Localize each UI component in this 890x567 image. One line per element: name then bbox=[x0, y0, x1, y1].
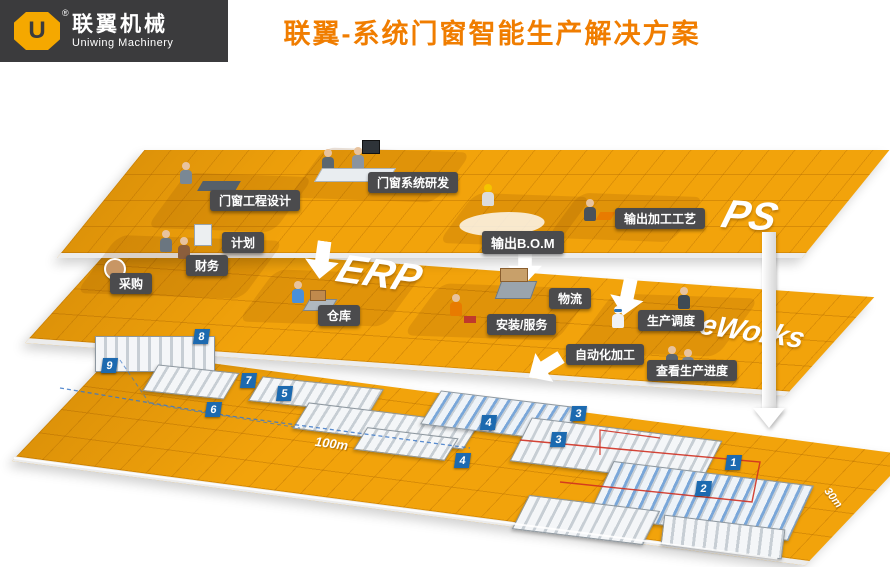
rd-figure-2 bbox=[352, 147, 364, 169]
process-engineer-figure bbox=[584, 199, 596, 221]
machine-number-badge: 9 bbox=[100, 358, 119, 373]
scheduling-tag: 生产调度 bbox=[638, 310, 705, 331]
page-title: 联翼-系统门窗智能生产解决方案 bbox=[283, 18, 701, 49]
finance-tag: 财务 bbox=[186, 255, 229, 276]
cargo-boxes bbox=[500, 268, 528, 282]
layer-connector-pillar bbox=[762, 232, 776, 410]
logistics-tag: 物流 bbox=[549, 288, 592, 309]
output-process-tag: 输出加工工艺 bbox=[615, 208, 706, 229]
logistics-truck bbox=[494, 281, 538, 299]
rd-figure-1 bbox=[322, 149, 334, 171]
brand-name-cn: 联翼机械 bbox=[72, 12, 168, 36]
scheduler-figure bbox=[678, 287, 690, 309]
machine-number-badge: 7 bbox=[239, 373, 258, 388]
plan-tag: 计划 bbox=[222, 232, 265, 253]
layer-connector-arrowhead bbox=[753, 408, 785, 428]
uniwing-logo-icon: U bbox=[14, 12, 60, 50]
installer-figure bbox=[450, 294, 462, 316]
whiteboard bbox=[194, 224, 212, 246]
machine-number-badge: 4 bbox=[479, 415, 498, 430]
install-service-tag: 安装/服务 bbox=[487, 314, 557, 335]
cargo-box bbox=[310, 290, 326, 301]
warehouse-worker-figure bbox=[292, 281, 304, 303]
purchase-tag: 采购 bbox=[110, 273, 153, 294]
system-rd-tag: 门窗系统研发 bbox=[368, 172, 459, 193]
machine-number-badge: 8 bbox=[192, 329, 211, 344]
brand-name-en: Uniwing Machinery bbox=[72, 36, 174, 49]
plan-figure bbox=[160, 230, 172, 252]
designer-figure bbox=[180, 162, 192, 184]
view-progress-tag: 查看生产进度 bbox=[647, 360, 738, 381]
machine-number-badge: 6 bbox=[204, 402, 223, 417]
monitor bbox=[362, 140, 380, 154]
bom-worker-figure bbox=[482, 184, 494, 206]
registered-mark: ® bbox=[62, 8, 69, 18]
header: U ® 联翼机械 Uniwing Machinery 联翼-系统门窗智能生产解决… bbox=[0, 0, 890, 62]
machine-number-badge: 3 bbox=[569, 406, 588, 421]
auto-processing-tag: 自动化加工 bbox=[566, 344, 645, 365]
warehouse-tag: 仓库 bbox=[318, 305, 361, 326]
engineering-design-tag: 门窗工程设计 bbox=[210, 190, 301, 211]
robot-visor bbox=[614, 309, 622, 312]
machine-number-badge: 5 bbox=[275, 386, 294, 401]
machine-number-badge: 4 bbox=[453, 453, 472, 468]
output-bom-tag: 输出B.O.M bbox=[482, 231, 564, 254]
brand: 联翼机械 Uniwing Machinery bbox=[72, 13, 173, 50]
machine-number-badge: 3 bbox=[549, 432, 568, 447]
logo-block: U ® 联翼机械 Uniwing Machinery bbox=[0, 0, 228, 62]
toolbox bbox=[464, 316, 476, 323]
machine-number-badge: 1 bbox=[724, 455, 743, 470]
machine-number-badge: 2 bbox=[694, 481, 713, 496]
